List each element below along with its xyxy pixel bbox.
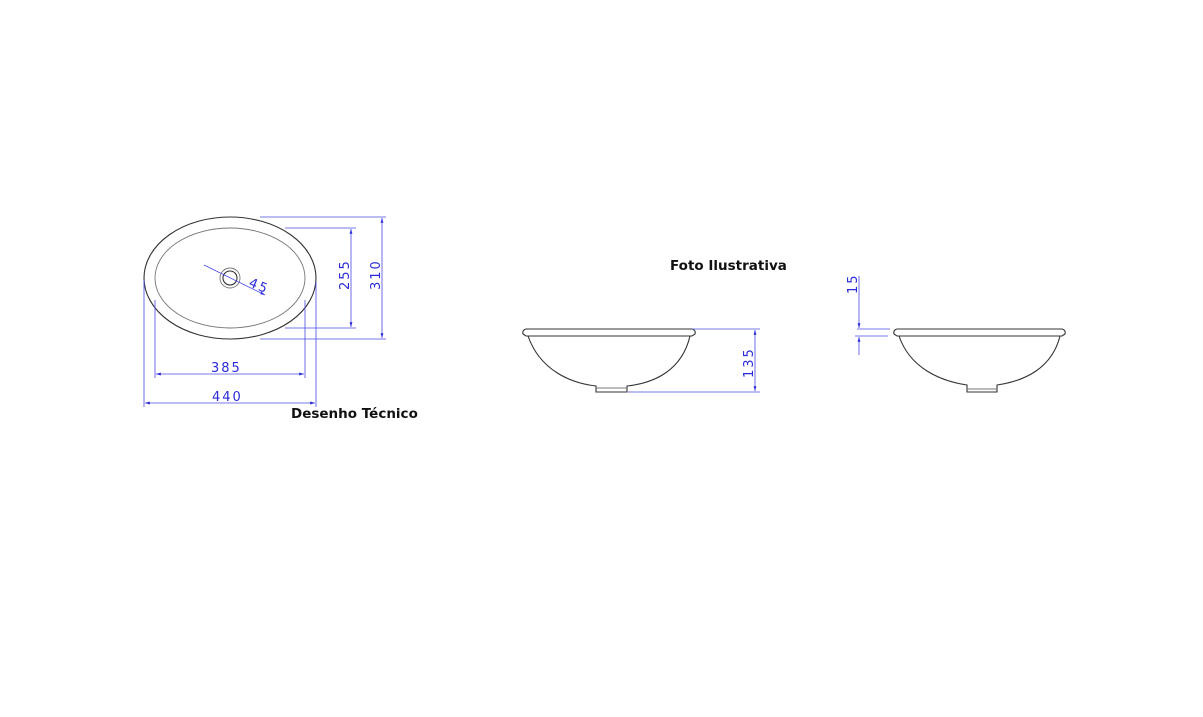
top-view: 45 255 310 385 440 Desenho Técnico — [143, 216, 418, 422]
inner-width-label: 385 — [211, 361, 242, 376]
inner-depth-label: 255 — [338, 259, 353, 290]
drain-hole — [222, 270, 238, 286]
basin-rim-profile-2 — [893, 328, 1066, 337]
side-view-rim-detail: 15 — [846, 273, 1066, 393]
outer-depth-label: 310 — [369, 259, 384, 290]
drain-outer — [219, 267, 241, 289]
height-label: 135 — [742, 347, 757, 378]
drain-diameter-label: 45 — [247, 276, 272, 298]
drain-dimension-line — [203, 264, 266, 296]
basin-bowl-profile-2 — [898, 335, 1061, 393]
basin-inner-edge — [154, 227, 306, 329]
outer-width-label: 440 — [212, 390, 243, 405]
rim-thickness-label: 15 — [846, 273, 861, 294]
basin-rim-profile — [522, 328, 696, 337]
illustrative-photo-caption: Foto Ilustrativa — [670, 258, 787, 274]
basin-bowl-profile — [527, 335, 691, 393]
basin-outer-rim — [143, 216, 317, 340]
technical-drawing-caption: Desenho Técnico — [291, 406, 418, 422]
side-view-front: 135 — [522, 328, 760, 393]
